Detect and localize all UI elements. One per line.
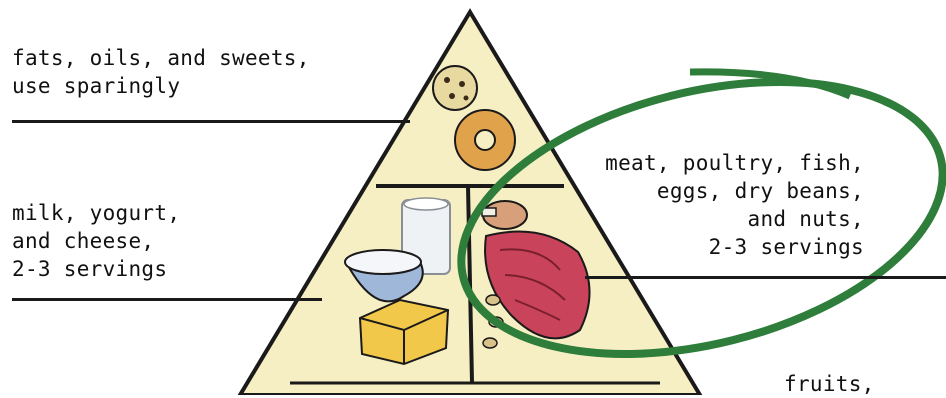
label-meat-line-4: 2-3 servings <box>605 233 864 261</box>
label-milk-line-3: 2-3 servings <box>12 255 180 283</box>
label-fats-line-2: use sparingly <box>12 72 310 100</box>
label-milk-line-2: and cheese, <box>12 227 180 255</box>
label-meat-poultry-fish: meat, poultry, fish, eggs, dry beans, an… <box>605 149 864 261</box>
label-fruits: fruits, <box>784 370 875 398</box>
label-meat-line-3: and nuts, <box>605 205 864 233</box>
label-fats-line-1: fats, oils, and sweets, <box>12 44 310 72</box>
label-fats-oils-sweets: fats, oils, and sweets, use sparingly <box>12 44 310 100</box>
donut-icon <box>455 110 515 170</box>
label-meat-line-2: eggs, dry beans, <box>605 177 864 205</box>
leader-line-meat <box>585 276 946 279</box>
label-meat-line-1: meat, poultry, fish, <box>605 149 864 177</box>
cookie-icon <box>433 66 477 110</box>
leader-line-fats <box>12 120 410 123</box>
leader-line-milk <box>12 298 322 301</box>
drumstick-icon <box>482 201 527 229</box>
label-milk-yogurt-cheese: milk, yogurt, and cheese, 2-3 servings <box>12 199 180 283</box>
label-milk-line-1: milk, yogurt, <box>12 199 180 227</box>
label-fruits-line-1: fruits, <box>784 370 875 398</box>
